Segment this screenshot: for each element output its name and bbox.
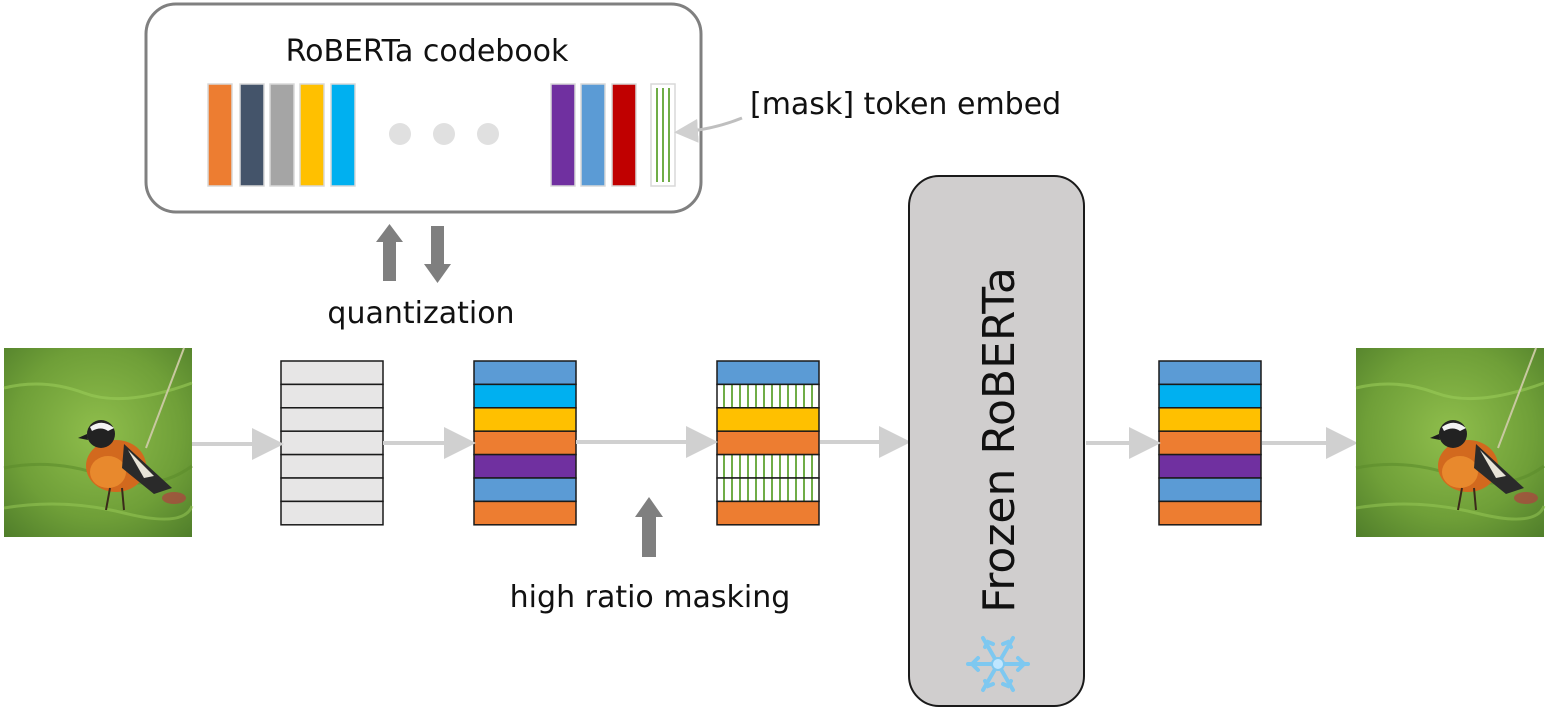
quantization-up-arrow <box>376 224 403 281</box>
token <box>280 453 384 479</box>
masked-token <box>716 383 820 409</box>
token <box>280 477 384 503</box>
token <box>473 430 577 456</box>
token <box>716 430 820 456</box>
ellipsis-dots-icon <box>389 123 499 145</box>
quantized-tokens <box>473 360 577 526</box>
image-patch-tokens <box>280 360 384 526</box>
token <box>473 477 577 503</box>
reconstructed-tokens <box>1158 360 1262 526</box>
output-image <box>1355 347 1546 537</box>
codebook-embeddings <box>207 83 637 187</box>
codebook-embedding <box>239 83 265 187</box>
token <box>1158 430 1262 456</box>
masking-up-arrow <box>635 497 663 557</box>
bird-photo-icon <box>3 347 194 537</box>
token <box>473 360 577 386</box>
token <box>473 453 577 479</box>
model-label: Frozen RoBERTa <box>974 267 1025 613</box>
token <box>1158 500 1262 526</box>
bird-photo-icon <box>1355 347 1546 537</box>
codebook-embedding <box>550 83 576 187</box>
token <box>280 430 384 456</box>
quantization-down-arrow <box>424 226 451 283</box>
codebook-embedding <box>330 83 356 187</box>
token <box>1158 453 1262 479</box>
mask-embed-pointer <box>674 116 743 143</box>
token <box>716 500 820 526</box>
token <box>473 407 577 432</box>
token <box>280 383 384 409</box>
codebook-embedding <box>580 83 606 187</box>
codebook-embedding <box>269 83 295 187</box>
masked-token <box>716 477 820 503</box>
token <box>716 360 820 386</box>
token <box>716 407 820 432</box>
frozen-roberta-block: Frozen RoBERTa <box>908 175 1085 707</box>
token <box>280 407 384 432</box>
token <box>1158 407 1262 432</box>
mask-embed-label: [mask] token embed <box>750 87 1061 122</box>
token <box>1158 383 1262 409</box>
codebook-embedding <box>207 83 233 187</box>
token <box>473 383 577 409</box>
codebook-embedding <box>299 83 325 187</box>
codebook-embedding <box>611 83 637 187</box>
token <box>280 360 384 386</box>
codebook-title: RoBERTa codebook <box>286 34 569 69</box>
masked-token <box>716 453 820 479</box>
codebook-box: RoBERTa codebook <box>144 2 703 214</box>
mask-embedding-swatch <box>650 83 676 187</box>
token <box>1158 360 1262 386</box>
masking-label: high ratio masking <box>510 580 791 615</box>
masked-tokens <box>716 360 820 526</box>
token <box>473 500 577 526</box>
snowflake-icon <box>966 636 1030 692</box>
token <box>1158 477 1262 503</box>
input-image <box>3 347 194 537</box>
quantization-label: quantization <box>327 296 514 331</box>
token <box>280 500 384 526</box>
